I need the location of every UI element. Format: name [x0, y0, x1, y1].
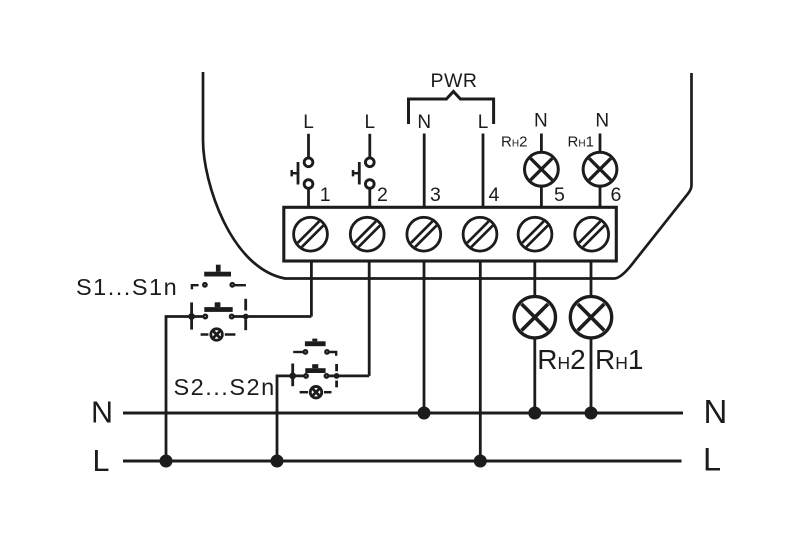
svg-text:RH1: RH1 — [595, 344, 643, 375]
svg-text:RH2: RH2 — [537, 344, 585, 375]
svg-text:L: L — [478, 112, 489, 133]
svg-text:N: N — [703, 393, 727, 430]
svg-text:N: N — [417, 112, 431, 133]
svg-text:L: L — [303, 112, 314, 133]
svg-text:N: N — [91, 395, 113, 429]
svg-text:1: 1 — [320, 184, 331, 206]
svg-text:6: 6 — [611, 184, 622, 206]
svg-text:PWR: PWR — [431, 70, 478, 92]
svg-text:L: L — [93, 444, 110, 478]
svg-text:N: N — [595, 111, 609, 132]
svg-text:S1...S1n: S1...S1n — [76, 274, 178, 300]
svg-text:2: 2 — [377, 184, 388, 206]
svg-text:4: 4 — [489, 184, 500, 206]
svg-text:N: N — [534, 111, 548, 132]
svg-text:RH2: RH2 — [501, 134, 527, 151]
svg-text:5: 5 — [554, 184, 565, 206]
svg-text:L: L — [365, 112, 376, 133]
svg-text:L: L — [703, 441, 721, 477]
svg-text:S2...S2n: S2...S2n — [174, 374, 276, 400]
svg-text:RH1: RH1 — [568, 134, 594, 151]
svg-text:3: 3 — [430, 184, 441, 206]
